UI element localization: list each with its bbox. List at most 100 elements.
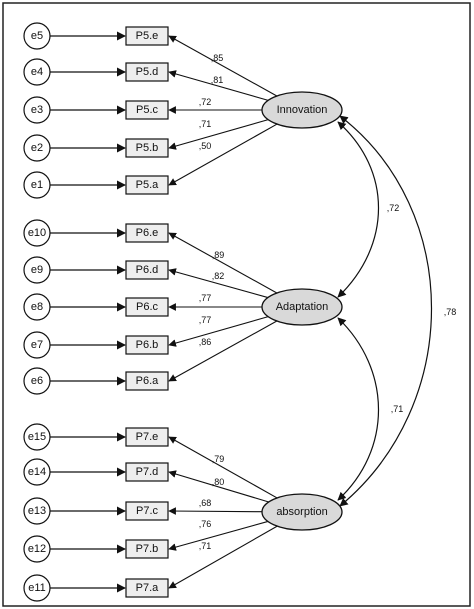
error-term-circle	[23, 535, 51, 563]
error-term-label: e10	[28, 227, 46, 239]
indicator-box	[125, 100, 169, 120]
loading-coefficient: ,81	[211, 75, 224, 85]
loading-path-arrow	[168, 119, 269, 150]
correlation-arc	[337, 121, 379, 298]
indicator-label: P7.a	[136, 582, 160, 594]
paths-layer	[50, 31, 432, 593]
loading-coefficient: ,68	[199, 498, 212, 508]
loading-path-arrow	[168, 520, 269, 551]
correlation-arc	[337, 317, 380, 501]
error-term-label: e2	[31, 142, 43, 154]
loading-coefficient: ,79	[212, 454, 225, 464]
error-term-label: e7	[31, 339, 43, 351]
indicator-label: P6.e	[136, 227, 159, 239]
error-term-circle	[23, 367, 51, 395]
loading-path-arrow	[168, 436, 278, 499]
error-term-label: e4	[31, 66, 43, 78]
indicator-box	[125, 26, 169, 46]
loading-path-arrow	[168, 316, 269, 347]
indicator-label: P7.d	[136, 466, 159, 478]
loading-path-arrow	[168, 123, 278, 186]
loading-path-arrow	[168, 320, 278, 382]
error-term-circle	[23, 574, 51, 602]
loading-path-arrow	[168, 35, 278, 97]
loading-path-arrow	[168, 525, 278, 589]
loading-path-arrow	[168, 232, 278, 294]
loading-coefficient: ,72	[199, 97, 212, 107]
error-term-label: e15	[28, 431, 46, 443]
loading-coefficient: ,50	[199, 141, 212, 151]
error-term-circle	[23, 96, 51, 124]
error-term-circle	[23, 497, 51, 525]
loading-coefficient: ,80	[212, 477, 225, 487]
indicator-label: P5.c	[136, 104, 159, 116]
loading-path-arrow	[168, 70, 269, 101]
error-term-circle	[23, 331, 51, 359]
indicator-box	[125, 335, 169, 355]
error-term-label: e11	[28, 582, 46, 594]
error-term-label: e9	[31, 264, 43, 276]
correlation-arc	[339, 115, 432, 507]
indicator-label: P7.c	[136, 505, 159, 517]
error-term-circle	[23, 256, 51, 284]
error-term-label: e12	[28, 543, 46, 555]
indicator-label: P5.e	[136, 30, 159, 42]
indicator-box	[125, 578, 169, 598]
error-term-circle	[23, 171, 51, 199]
latent-variable-ellipse	[261, 493, 343, 531]
error-term-label: e3	[31, 104, 43, 116]
indicator-box	[125, 223, 169, 243]
error-term-label: e14	[28, 466, 46, 478]
error-term-label: e5	[31, 30, 43, 42]
loading-path-arrow	[168, 507, 263, 515]
indicator-box	[125, 260, 169, 280]
error-term-circle	[23, 22, 51, 50]
loading-coefficient: ,71	[199, 541, 212, 551]
error-term-circle	[23, 134, 51, 162]
latent-variable-label: absorption	[276, 506, 327, 518]
loading-coefficient: ,86	[199, 337, 212, 347]
indicator-label: P7.b	[136, 543, 159, 555]
correlation-coefficient: ,72	[387, 203, 400, 213]
error-term-circle	[23, 458, 51, 486]
loading-coefficient: ,76	[199, 519, 212, 529]
loading-coefficient: ,82	[212, 271, 225, 281]
error-term-label: e6	[31, 375, 43, 387]
correlation-coefficient: ,71	[391, 404, 404, 414]
indicator-box	[125, 62, 169, 82]
indicator-box	[125, 371, 169, 391]
error-term-circle	[23, 219, 51, 247]
error-term-label: e13	[28, 505, 46, 517]
latent-variable-label: Adaptation	[276, 301, 329, 313]
error-term-label: e8	[31, 301, 43, 313]
latent-variable-label: Innovation	[277, 104, 328, 116]
loading-coefficient: ,89	[212, 250, 225, 260]
indicator-label: P6.d	[136, 264, 159, 276]
indicator-box	[125, 138, 169, 158]
indicator-label: P6.c	[136, 301, 159, 313]
indicator-box	[125, 462, 169, 482]
error-term-circle	[23, 293, 51, 321]
loading-coefficient: ,85	[211, 53, 224, 63]
indicator-label: P5.a	[136, 179, 160, 191]
correlation-coefficient: ,78	[444, 307, 457, 317]
indicator-label: P5.b	[136, 142, 159, 154]
loading-coefficient: ,71	[199, 119, 212, 129]
indicator-box	[125, 427, 169, 447]
indicator-label: P6.a	[136, 375, 160, 387]
error-term-circle	[23, 58, 51, 86]
loading-coefficient: ,77	[199, 293, 212, 303]
indicator-box	[125, 297, 169, 317]
nodes-layer: e5 P5.e ,85 e4 P5.d ,81 e3 P5.c ,72 e2 P5.b ,71 e1 P5…	[23, 22, 457, 602]
latent-variable-ellipse	[261, 91, 343, 129]
indicator-box	[125, 175, 169, 195]
indicator-box	[125, 539, 169, 559]
loading-path-arrow	[168, 470, 269, 503]
error-term-label: e1	[31, 179, 43, 191]
indicator-label: P7.e	[136, 431, 159, 443]
indicator-label: P6.b	[136, 339, 159, 351]
indicator-label: P5.d	[136, 66, 159, 78]
